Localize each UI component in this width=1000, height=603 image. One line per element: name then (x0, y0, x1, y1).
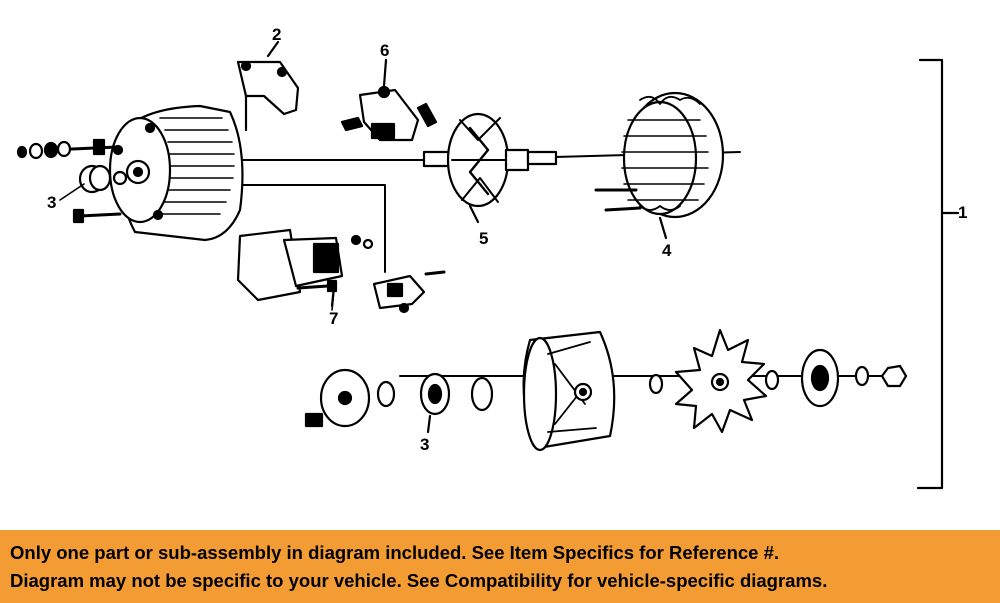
assembly-bracket (916, 58, 960, 490)
regulator-assembly (236, 228, 446, 314)
bearing-bottom (376, 372, 494, 434)
fan-and-pulley (648, 328, 908, 434)
callout-6: 6 (380, 41, 389, 60)
callout-3-bottom: 3 (420, 435, 429, 454)
front-fasteners (16, 138, 122, 224)
callout-7: 7 (329, 309, 338, 328)
alternator-exploded-diagram: 1 2 3 4 5 6 7 3 (16, 25, 967, 490)
disclaimer-line-1: Only one part or sub-assembly in diagram… (10, 542, 780, 563)
leader-lines (59, 183, 335, 311)
callout-4: 4 (662, 241, 672, 260)
disclaimer-line-2: Diagram may not be specific to your vehi… (10, 570, 828, 591)
callout-2: 2 (272, 25, 281, 44)
front-housing (108, 104, 244, 242)
callout-1: 1 (958, 203, 967, 222)
disclaimer-banner: Only one part or sub-assembly in diagram… (0, 530, 1000, 603)
mounting-bracket (236, 40, 300, 132)
end-plate (304, 368, 371, 428)
callout-5: 5 (479, 229, 488, 248)
brush-holder (340, 58, 438, 142)
drive-end-housing (522, 330, 616, 452)
stator (594, 91, 725, 240)
callout-3-top: 3 (47, 193, 56, 212)
rotor (422, 112, 558, 224)
bearing-top (78, 164, 128, 194)
callout-labels: 1 2 3 4 5 6 7 3 (47, 25, 967, 454)
